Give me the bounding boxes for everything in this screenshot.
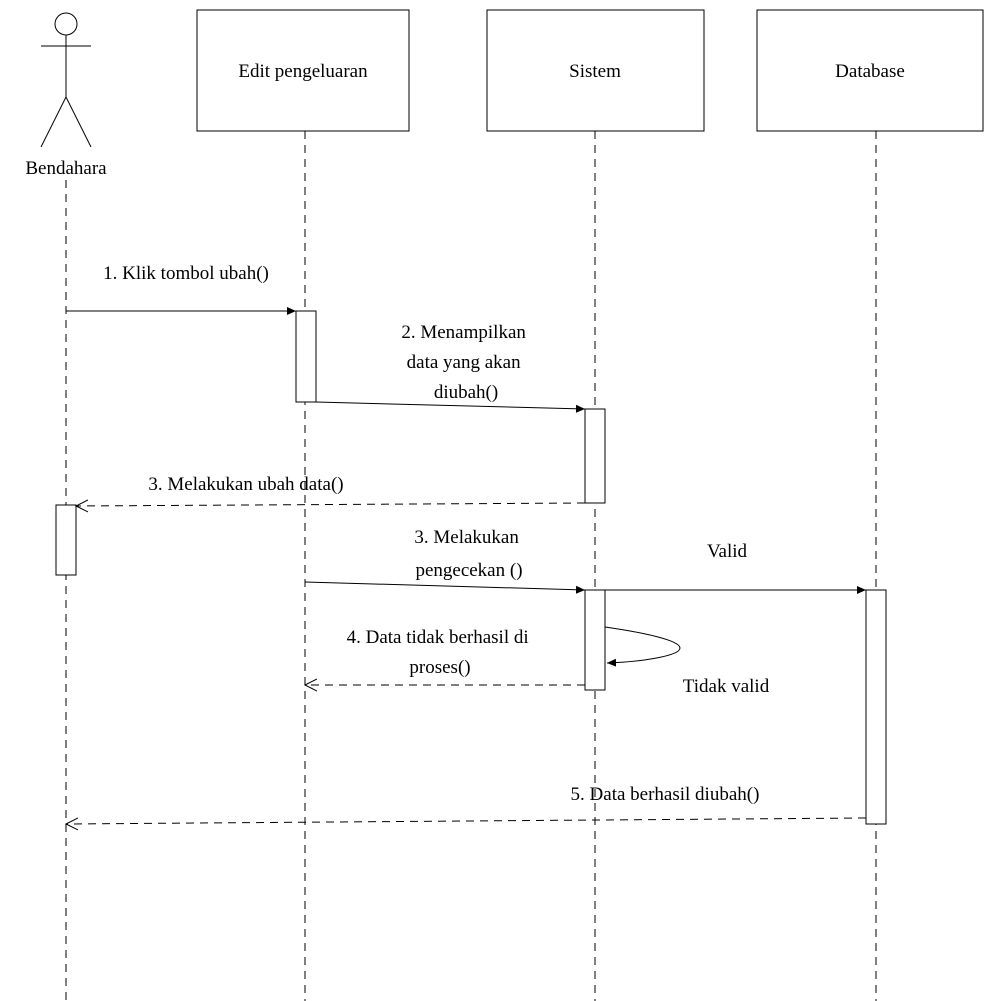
message-label-m1: 1. Klik tombol ubah() [103, 263, 269, 284]
lifeline-box-database [756, 9, 984, 132]
message-label-m2-line3: diubah() [434, 382, 498, 403]
message-label-m2-line1: 2. Menampilkan [401, 322, 526, 343]
lifeline-box-edit [196, 9, 410, 132]
actor-left-leg [40, 96, 67, 148]
message-label-m4: 3. Melakukan pengecekan () [414, 527, 523, 581]
activation-sistem-1 [584, 408, 606, 504]
actor-label: Bendahara [25, 158, 107, 179]
activation-database [865, 589, 887, 825]
message-label-m4-line1: 3. Melakukan [414, 527, 519, 548]
message-label-m5: Valid [707, 541, 748, 562]
message-label-m3: 3. Melakukan ubah data() [148, 474, 343, 495]
message-arrow-m4 [304, 581, 586, 594]
message-label-m7: 4. Data tidak berhasil di proses() [347, 627, 534, 678]
message-arrow-m2 [315, 401, 586, 413]
activation-sistem-2 [584, 589, 606, 691]
lifeline-label-database: Database [835, 61, 905, 82]
message-label-m2-line2: data yang akan [407, 352, 521, 373]
message-label-m4-line2: pengecekan () [415, 560, 522, 581]
message-label-m8: 5. Data berhasil diubah() [571, 784, 760, 805]
actor-right-leg [65, 96, 92, 148]
lifeline-label-sistem: Sistem [569, 61, 621, 82]
message-arrow-m3 [76, 503, 586, 506]
actor-head [54, 12, 78, 36]
lifeline-box-sistem [486, 9, 705, 132]
actor-bendahara [40, 12, 92, 148]
message-label-m2: 2. Menampilkan data yang akan diubah() [401, 322, 530, 403]
message-arrow-m8 [66, 818, 867, 824]
lifeline-label-edit: Edit pengeluaran [238, 61, 368, 82]
message-arrow-m6-self [604, 626, 681, 667]
activation-actor [55, 504, 77, 576]
message-label-m7-line1: 4. Data tidak berhasil di [347, 627, 529, 648]
message-label-m7-line2: proses() [409, 657, 470, 678]
message-label-m6: Tidak valid [683, 676, 770, 697]
activation-edit [295, 310, 317, 403]
